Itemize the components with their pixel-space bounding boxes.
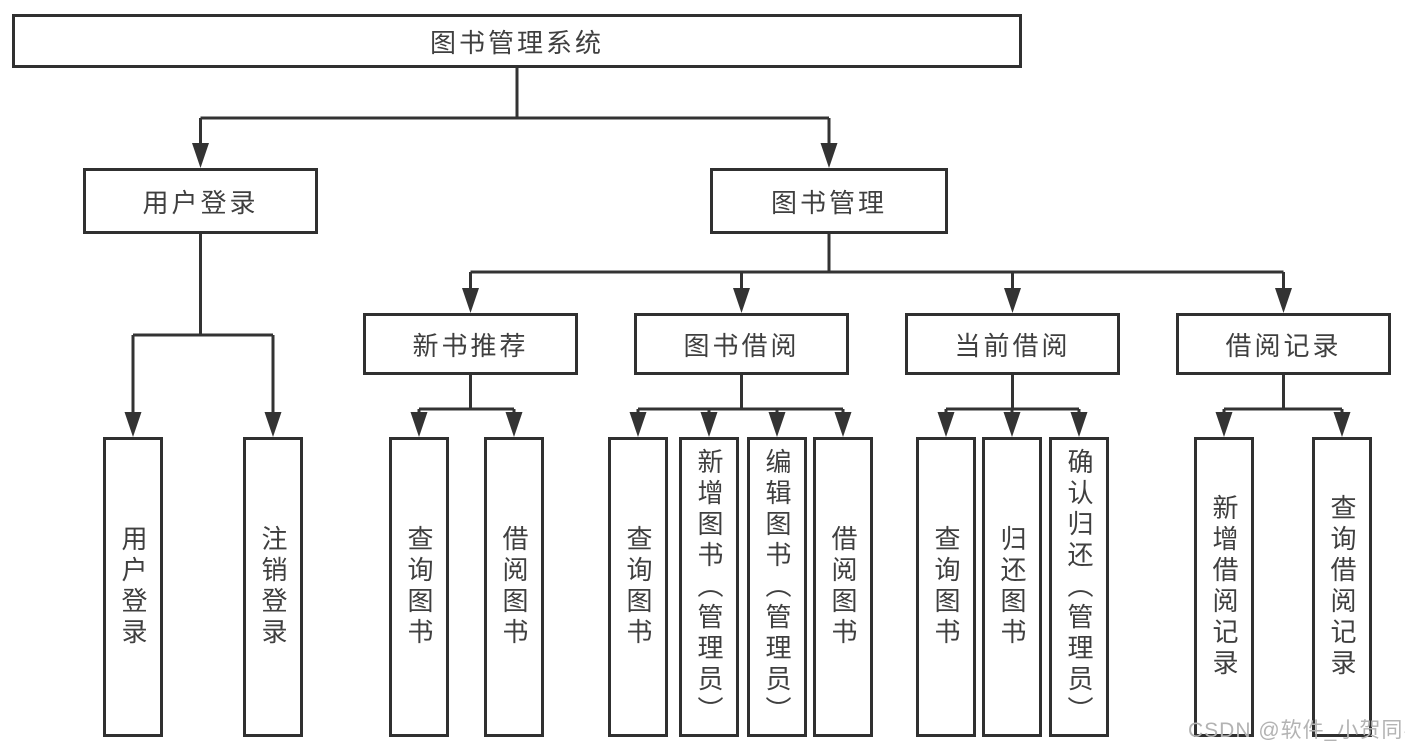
node-borrowing-records: 借阅记录 <box>1176 313 1391 375</box>
leaf-query-books-current-label: 查询图书 <box>931 525 961 649</box>
leaf-add-borrow-record: 新增借阅记录 <box>1194 437 1254 737</box>
leaf-borrow-books-recommend-label: 借阅图书 <box>499 525 529 649</box>
node-book-management: 图书管理 <box>710 168 948 234</box>
leaf-add-book-admin: 新增图书（管理员） <box>679 437 739 737</box>
leaf-query-borrow-record-label: 查询借阅记录 <box>1327 494 1357 680</box>
watermark: CSDN @软件_小贺同学 <box>1188 719 1405 742</box>
leaf-borrow-books-recommend: 借阅图书 <box>484 437 544 737</box>
leaf-logout-label: 注销登录 <box>258 525 288 649</box>
node-root: 图书管理系统 <box>12 14 1022 68</box>
leaf-query-books-current: 查询图书 <box>916 437 976 737</box>
connector-stems <box>131 68 1344 414</box>
leaf-confirm-return-admin: 确认归还（管理员） <box>1049 437 1109 737</box>
node-new-book-recommend: 新书推荐 <box>363 313 578 375</box>
leaf-query-books-borrow: 查询图书 <box>608 437 668 737</box>
node-user-login: 用户登录 <box>83 168 318 234</box>
leaf-query-books-recommend: 查询图书 <box>389 437 449 737</box>
leaf-return-books-label: 归还图书 <box>997 525 1027 649</box>
leaf-borrow-books: 借阅图书 <box>813 437 873 737</box>
leaf-edit-book-admin-label: 编辑图书（管理员） <box>762 447 792 727</box>
leaf-confirm-return-admin-label: 确认归还（管理员） <box>1064 447 1094 727</box>
leaf-add-borrow-record-label: 新增借阅记录 <box>1209 494 1239 680</box>
leaf-query-books-borrow-label: 查询图书 <box>623 525 653 649</box>
node-current-borrowing: 当前借阅 <box>905 313 1120 375</box>
node-book-borrowing: 图书借阅 <box>634 313 849 375</box>
leaf-logout: 注销登录 <box>243 437 303 737</box>
leaf-edit-book-admin: 编辑图书（管理员） <box>747 437 807 737</box>
leaf-query-borrow-record: 查询借阅记录 <box>1312 437 1372 737</box>
leaf-user-login: 用户登录 <box>103 437 163 737</box>
connector-arrowheads <box>124 143 1351 437</box>
leaf-add-book-admin-label: 新增图书（管理员） <box>694 447 724 727</box>
leaf-user-login-label: 用户登录 <box>118 525 148 649</box>
leaf-borrow-books-label: 借阅图书 <box>828 525 858 649</box>
leaf-query-books-recommend-label: 查询图书 <box>404 525 434 649</box>
leaf-return-books: 归还图书 <box>982 437 1042 737</box>
